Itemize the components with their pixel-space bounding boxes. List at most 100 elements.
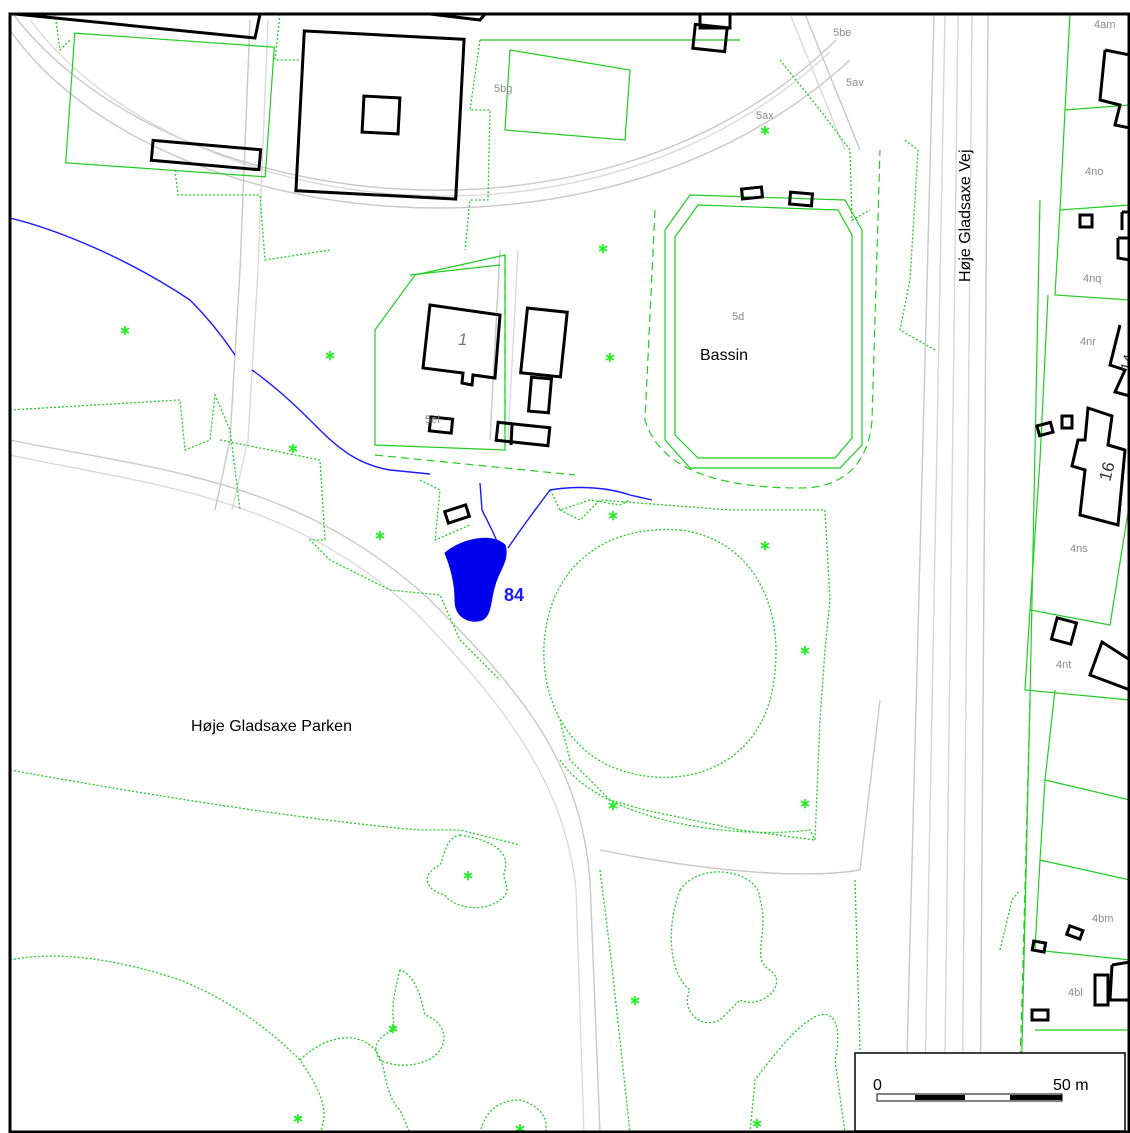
tree-marker: ∗ bbox=[759, 122, 771, 138]
buildings bbox=[14, 14, 1130, 1022]
veg-south-tree bbox=[375, 969, 445, 1066]
building-north-west bbox=[14, 14, 262, 40]
veg-south-west-line bbox=[10, 769, 521, 846]
dashed-east-road bbox=[1017, 699, 1031, 1133]
veg-south-east-2 bbox=[749, 1013, 846, 1133]
building-east-3 bbox=[1088, 639, 1130, 692]
scale-bar: 0 50 m bbox=[854, 1052, 1126, 1132]
parcel-east-5 bbox=[1024, 609, 1130, 701]
dashed-stadium-ring bbox=[644, 149, 881, 489]
veg-south-west-2 bbox=[10, 955, 325, 1133]
park-label: Høje Gladsaxe Parken bbox=[191, 718, 352, 735]
parcel-stadium-inner bbox=[674, 204, 853, 459]
building-square-court bbox=[360, 94, 402, 136]
building-east-sq-1 bbox=[1078, 213, 1094, 229]
veg-main-circle bbox=[543, 528, 777, 778]
scale-bar-segment-2 bbox=[1010, 1095, 1062, 1100]
pond-84 bbox=[444, 537, 507, 622]
vegetation-outlines bbox=[10, 14, 1021, 1133]
building-house-1 bbox=[421, 303, 502, 387]
veg-east-edge bbox=[854, 879, 861, 1051]
veg-south-blob-2 bbox=[479, 1099, 547, 1133]
house-number-14: 14 bbox=[1117, 353, 1130, 374]
spur-road-north-2 bbox=[789, 14, 846, 151]
path-north-west-2 bbox=[231, 19, 269, 511]
road-label: Høje Gladsaxe Vej bbox=[957, 149, 974, 282]
house-number-1: 1 bbox=[458, 330, 467, 349]
tree-marker: ∗ bbox=[374, 527, 386, 543]
pond-label: 84 bbox=[504, 585, 524, 605]
streams bbox=[10, 217, 653, 549]
path-south-west-2 bbox=[10, 454, 585, 1133]
tree-marker: ∗ bbox=[597, 240, 609, 256]
parcel-labels: 5be 5av 5bg 5ax 5d 5el 4am 4no 4nq 4nr 4… bbox=[425, 19, 1115, 999]
veg-south-arc bbox=[559, 759, 816, 841]
dashed-boundaries bbox=[374, 149, 1031, 1133]
veg-north-strip-2 bbox=[174, 169, 331, 261]
building-stadium-hut-2 bbox=[787, 190, 815, 208]
path-central-2 bbox=[507, 249, 519, 441]
building-4bl bbox=[1093, 960, 1130, 1007]
veg-east-street bbox=[999, 889, 1021, 951]
parcel-north-corner bbox=[409, 264, 501, 276]
building-east-sq-5 bbox=[1030, 1008, 1050, 1022]
veg-central-west bbox=[219, 439, 501, 681]
building-pond-hut bbox=[442, 503, 472, 525]
building-east-1 bbox=[1098, 48, 1130, 130]
building-east-sq-3 bbox=[1060, 414, 1074, 430]
stream-east bbox=[507, 486, 653, 549]
tree-marker: ∗ bbox=[387, 1020, 399, 1036]
parcel-west-block bbox=[65, 32, 275, 178]
veg-south-curve bbox=[299, 1037, 411, 1133]
parcel-label-5el: 5el bbox=[425, 414, 440, 426]
tree-marker: ∗ bbox=[292, 1110, 304, 1126]
parcel-5bg bbox=[504, 49, 631, 141]
tree-marker: ∗ bbox=[462, 867, 474, 883]
stream-north bbox=[479, 482, 501, 549]
building-north-strip bbox=[429, 14, 487, 22]
veg-south-blob-1 bbox=[426, 834, 508, 909]
spur-road-north bbox=[804, 14, 861, 151]
tree-marker: ∗ bbox=[751, 1115, 763, 1131]
veg-north-west bbox=[54, 14, 300, 61]
building-16 bbox=[1070, 405, 1127, 527]
building-4bm bbox=[1064, 923, 1085, 942]
parcel-label-5ax: 5ax bbox=[756, 110, 774, 122]
parcel-central bbox=[374, 254, 506, 451]
parcel-label-4nt: 4nt bbox=[1056, 659, 1071, 671]
tree-markers: ∗∗∗∗∗∗∗∗∗∗∗∗∗∗∗∗∗∗ bbox=[119, 122, 811, 1133]
parcel-label-4bm: 4bm bbox=[1092, 913, 1113, 925]
tree-marker: ∗ bbox=[629, 992, 641, 1008]
veg-south-east-blob bbox=[670, 871, 778, 1024]
building-stadium-hut-1 bbox=[739, 185, 765, 201]
tree-marker: ∗ bbox=[324, 347, 336, 363]
building-east-sq-2 bbox=[1035, 420, 1055, 438]
scale-bar-box bbox=[854, 1052, 1126, 1132]
main-road-lane-2 bbox=[943, 14, 959, 1133]
building-slim-1 bbox=[519, 306, 569, 379]
tree-marker: ∗ bbox=[759, 537, 771, 553]
path-south-west bbox=[10, 439, 601, 1133]
parcel-label-5bg: 5bg bbox=[494, 83, 512, 95]
building-long-bar bbox=[149, 138, 263, 172]
building-east-sq-4 bbox=[1030, 939, 1048, 954]
tree-marker: ∗ bbox=[799, 642, 811, 658]
scale-bar-segment-1 bbox=[915, 1095, 965, 1100]
parcel-label-4am: 4am bbox=[1094, 19, 1115, 31]
building-14 bbox=[1108, 324, 1130, 398]
dashed-central-south bbox=[374, 454, 576, 476]
parcel-label-4nq: 4nq bbox=[1083, 273, 1101, 285]
tree-marker: ∗ bbox=[799, 795, 811, 811]
tree-marker: ∗ bbox=[119, 322, 131, 338]
building-large-square bbox=[294, 29, 466, 201]
parcel-label-5av: 5av bbox=[846, 77, 864, 89]
tree-marker: ∗ bbox=[604, 349, 616, 365]
building-small-ne-2 bbox=[691, 22, 729, 54]
parcel-label-4ns: 4ns bbox=[1070, 543, 1088, 555]
scale-bar-start-label: 0 bbox=[873, 1077, 882, 1094]
tree-marker: ∗ bbox=[514, 1120, 526, 1133]
parcel-east-3 bbox=[1054, 209, 1130, 301]
map-frame bbox=[8, 12, 1130, 1133]
stream-west bbox=[10, 217, 431, 475]
